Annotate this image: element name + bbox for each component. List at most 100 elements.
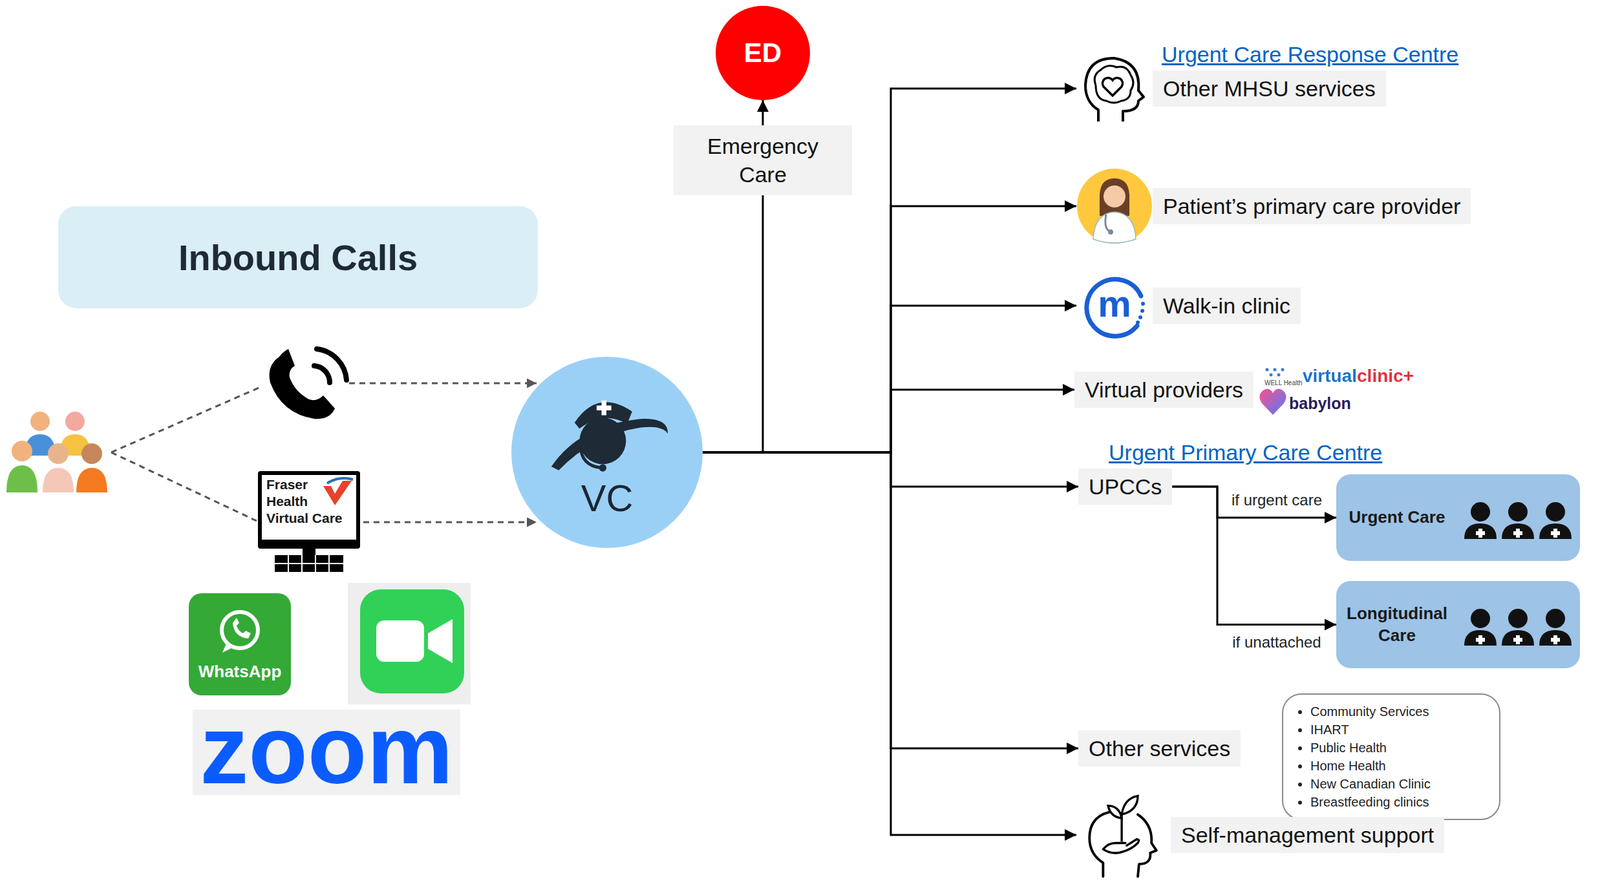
list-item: Breastfeeding clinics: [1310, 793, 1489, 812]
connector: [702, 305, 1077, 453]
docs-icon-part: [1545, 608, 1566, 629]
computer-icon: [257, 471, 361, 573]
docs-icon-part: [1501, 523, 1535, 540]
well-health-logo-part-part: [1265, 368, 1270, 372]
mind-icon-part: [1094, 65, 1134, 103]
whatsapp-logo-part: [232, 618, 251, 639]
docs-icon-part: [1464, 630, 1497, 646]
well-health-logo-part-part: [1269, 373, 1273, 377]
docs-icon: [1459, 581, 1577, 668]
list-item: IHART: [1310, 720, 1489, 739]
connector: [702, 206, 1077, 453]
well-health-logo-part-part: [1273, 368, 1277, 372]
terminal-circle: ED: [715, 5, 811, 101]
logo-text: virtualclinic+: [1302, 365, 1414, 387]
facetime-logo: [347, 583, 471, 705]
list-item: Public Health: [1310, 738, 1489, 758]
dashed-lead-part: [363, 521, 537, 524]
node-label: Urgent Care: [1336, 506, 1458, 529]
doc-icon: [1076, 166, 1153, 246]
service-box: Urgent Care Response CentreOther MHSU se…: [1076, 53, 1387, 125]
computer-icon-part: [302, 548, 316, 556]
nurse-icon-part: [596, 400, 612, 416]
docs-icon-part: [1539, 523, 1572, 540]
logo-text: Fraser: [266, 477, 308, 493]
docs-icon-part: [1475, 528, 1485, 538]
list-item: New Canadian Clinic: [1310, 775, 1489, 794]
docs-icon-part: [1513, 635, 1523, 645]
nurse-icon-part: [551, 418, 668, 471]
node-label: Virtual providers: [1084, 375, 1244, 405]
node-label: Emergency Care: [699, 131, 827, 189]
m-icon: [1076, 270, 1153, 342]
babylon-heart: [1259, 389, 1286, 416]
m-icon-part: [1140, 309, 1145, 313]
doc-icon-part: [1108, 229, 1114, 235]
well-health-logo-part: [1265, 368, 1285, 377]
label-ground: Urgent Primary Care CentreUPCCs: [1078, 468, 1173, 505]
mind-icon: [1076, 53, 1153, 125]
people-icon-part: [11, 440, 33, 462]
m-icon-part: [1138, 315, 1143, 320]
logo-text: Health: [266, 493, 308, 510]
well-health-logo-part-part: [1281, 368, 1285, 372]
computer-icon-part: [257, 471, 361, 549]
logo-text: Virtual Care: [266, 510, 343, 527]
label-ground: Urgent Care Response CentreOther MHSU se…: [1152, 70, 1387, 107]
people-icon-part: [65, 411, 85, 432]
whatsapp-logo-part: [221, 612, 258, 649]
connector: [702, 389, 1075, 453]
computer-icon-part-part: [314, 555, 317, 573]
plant-icon-part: [1089, 812, 1157, 878]
nurse-icon-part: [599, 464, 607, 472]
m-icon-part: [1141, 301, 1145, 306]
nurse-icon-part: [580, 445, 602, 468]
whatsapp-logo-part: [222, 643, 233, 653]
computer-icon-part: [274, 555, 344, 573]
docs-icon-part: [1508, 502, 1528, 522]
phone-icon-part: [316, 349, 347, 381]
phone-icon-part: [314, 365, 330, 383]
logo-text: babylon: [1289, 394, 1352, 414]
mind-icon-part: [1085, 58, 1144, 122]
connector: [1172, 486, 1337, 626]
link-heading: Urgent Primary Care Centre: [1108, 439, 1383, 467]
process-box: Emergency Care: [673, 125, 853, 196]
computer-icon-part-part: [274, 563, 344, 565]
label-ground: Self-management support: [1170, 817, 1445, 854]
whatsapp-logo: [188, 593, 291, 696]
computer-icon-part: [323, 480, 352, 506]
facetime-logo-part: [360, 589, 465, 694]
computer-icon-part-part: [301, 555, 303, 573]
doc-icon-part: [1105, 214, 1110, 232]
docs-icon-part: [1464, 523, 1497, 540]
well-health-logo: [1265, 368, 1285, 377]
plant-icon: [1076, 789, 1171, 881]
hub-circle: VC: [511, 356, 703, 549]
service-box: Other services: [1078, 730, 1241, 767]
list-item: Home Health: [1310, 757, 1489, 776]
facetime-logo-part: [376, 620, 425, 662]
service-box: Patient’s primary care provider: [1076, 166, 1471, 246]
people-icon-part: [47, 443, 69, 465]
computer-icon-part-part: [287, 555, 289, 573]
docs-icon-part: [1545, 502, 1566, 522]
phone-icon-part: [269, 349, 335, 419]
node-label: VC: [581, 479, 634, 519]
node-label: Inbound Calls: [178, 236, 418, 279]
docs-icon-part: [1470, 608, 1491, 629]
docs-icon-part: [1470, 502, 1491, 522]
label-ground: Virtual providers: [1074, 371, 1254, 408]
nurse-icon: [542, 387, 672, 480]
logo-text: WELL Health: [1264, 379, 1303, 388]
node-label: Walk-in clinic: [1162, 291, 1291, 320]
connector: [762, 100, 765, 126]
zoom-logo-ground: [192, 709, 461, 796]
plant-icon-part: [1108, 796, 1138, 820]
list-box: Community ServicesIHARTPublic HealthHome…: [1281, 693, 1501, 821]
docs-icon-part: [1501, 630, 1535, 646]
label-ground: Patient’s primary care provider: [1152, 188, 1471, 225]
connector: [702, 195, 763, 453]
